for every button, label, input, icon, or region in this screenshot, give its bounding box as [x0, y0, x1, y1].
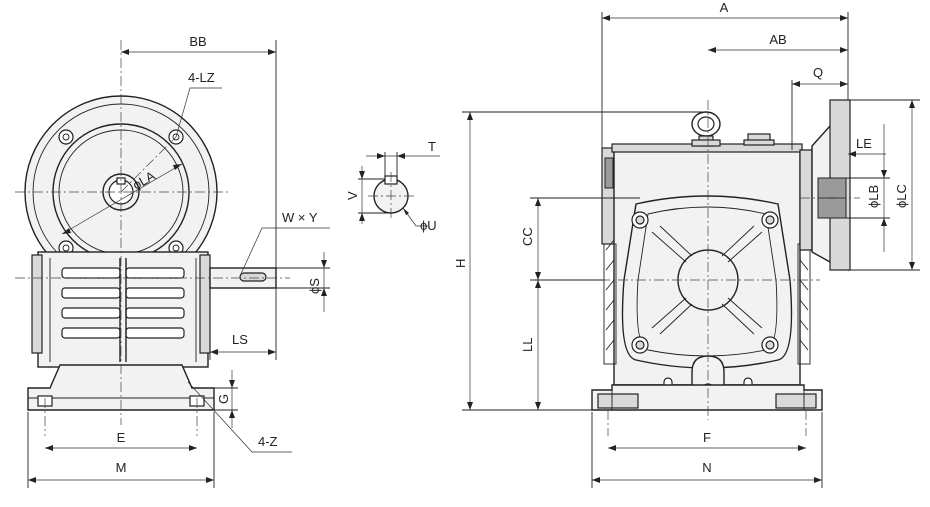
shaft-key-detail: T V ϕU	[345, 139, 440, 233]
dim-ll-label: LL	[520, 338, 535, 352]
body-side-flange-right	[199, 254, 211, 354]
dim-z-label: 4-Z	[258, 434, 278, 449]
cover-bolts	[631, 211, 779, 354]
dim-g-label: G	[216, 394, 231, 404]
dim-wy-label: W × Y	[282, 210, 318, 225]
dim-ls-label: LS	[232, 332, 248, 347]
dim-cc-label: CC	[520, 227, 535, 246]
output-shaft-key	[239, 272, 267, 282]
dim-h-label: H	[453, 259, 468, 268]
dim-q-label: Q	[813, 65, 823, 80]
dim-e-label: E	[117, 430, 126, 445]
body-side-flange-left	[31, 254, 43, 354]
front-view: BB 4-LZ ϕLA W × Y ϕS LS G 4-Z	[15, 34, 330, 488]
dim-ab-label: AB	[769, 32, 786, 47]
cover-plate	[621, 195, 793, 369]
dim-f-label: F	[703, 430, 711, 445]
dim-s-label: ϕS	[307, 278, 322, 294]
dim-t-label: T	[428, 139, 436, 154]
cover-ribs	[651, 225, 763, 335]
dim-lb-label: ϕLB	[866, 185, 881, 208]
dim-v-label: V	[345, 191, 360, 200]
dim-u-label: ϕU	[420, 218, 437, 233]
dim-lz-label: 4-LZ	[188, 70, 215, 85]
dim-le-label: LE	[856, 136, 872, 151]
dim-n-label: N	[702, 460, 711, 475]
dim-bb-label: BB	[189, 34, 206, 49]
dim-a-label: A	[720, 0, 729, 15]
body-ribs	[49, 258, 197, 362]
side-view: A AB Q LE ϕLB ϕLC H	[453, 0, 920, 488]
dim-lc-label: ϕLC	[894, 184, 909, 208]
side-base	[591, 384, 823, 411]
dim-m-label: M	[116, 460, 127, 475]
